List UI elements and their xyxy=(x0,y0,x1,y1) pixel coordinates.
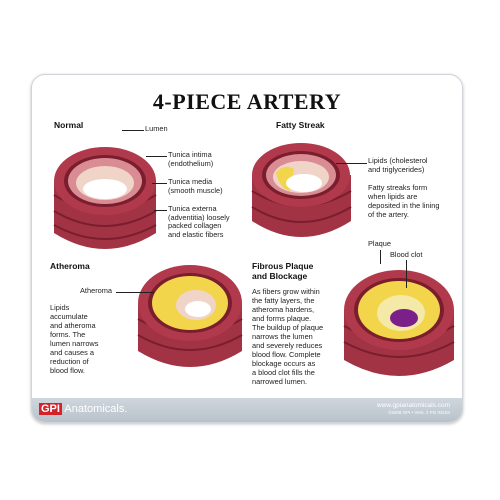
footer-url-block: www.gpianatomicals.com ©2008 GPI • Vers.… xyxy=(377,402,450,416)
fibrous-plaque-artery-illustration xyxy=(343,270,455,376)
tunica-intima-label: Tunica intima (endothelium) xyxy=(168,150,214,168)
fatty-streak-artery-illustration xyxy=(251,143,352,237)
logo-brand-prefix: GPI xyxy=(39,403,62,415)
blood-clot-label: Blood clot xyxy=(390,250,423,259)
lipids-label: Lipids (cholesterol and triglycerides) xyxy=(368,156,428,174)
footer-bar: GPI Anatomicals. www.gpianatomicals.com … xyxy=(32,398,462,422)
tunica-media-label: Tunica media (smooth muscle) xyxy=(168,177,223,195)
atheroma-description: Lipids accumulate and atheroma forms. Th… xyxy=(50,303,99,375)
intima-leader-line xyxy=(146,156,167,157)
lumen-leader-line xyxy=(122,130,144,131)
plaque-leader-line xyxy=(380,250,381,264)
fibrous-plaque-heading: Fibrous Plaque and Blockage xyxy=(252,261,314,281)
atheroma-leader-line xyxy=(116,292,154,293)
copyright-text: ©2008 GPI • Vers. 2 PG 03104 xyxy=(388,410,450,415)
media-leader-line xyxy=(152,183,167,184)
tunica-externa-label: Tunica externa (adventitia) loosely pack… xyxy=(168,204,230,239)
normal-artery-illustration xyxy=(53,147,157,249)
fatty-streak-heading: Fatty Streak xyxy=(276,120,325,130)
atheroma-heading: Atheroma xyxy=(50,261,90,271)
atheroma-label: Atheroma xyxy=(80,286,113,295)
normal-heading: Normal xyxy=(54,120,84,130)
blood-clot-leader-line xyxy=(406,260,407,288)
artery-info-card: 4-PIECE ARTERY Normal Lumen Tunica intim… xyxy=(31,74,463,423)
plaque-label: Plaque xyxy=(368,239,392,248)
atheroma-artery-illustration xyxy=(137,265,243,367)
fibrous-plaque-description: As fibers grow within the fatty layers, … xyxy=(252,287,324,386)
logo-brand-suffix: Anatomicals. xyxy=(64,403,128,415)
fatty-streak-description: Fatty streaks form when lipids are depos… xyxy=(368,183,440,219)
website-url: www.gpianatomicals.com xyxy=(377,402,450,409)
lipids-leader-line xyxy=(336,163,367,164)
lumen-label: Lumen xyxy=(145,124,168,133)
page-title: 4-PIECE ARTERY xyxy=(152,89,342,114)
externa-leader-line xyxy=(154,210,167,211)
gpi-anatomicals-logo: GPI Anatomicals. xyxy=(39,403,127,415)
